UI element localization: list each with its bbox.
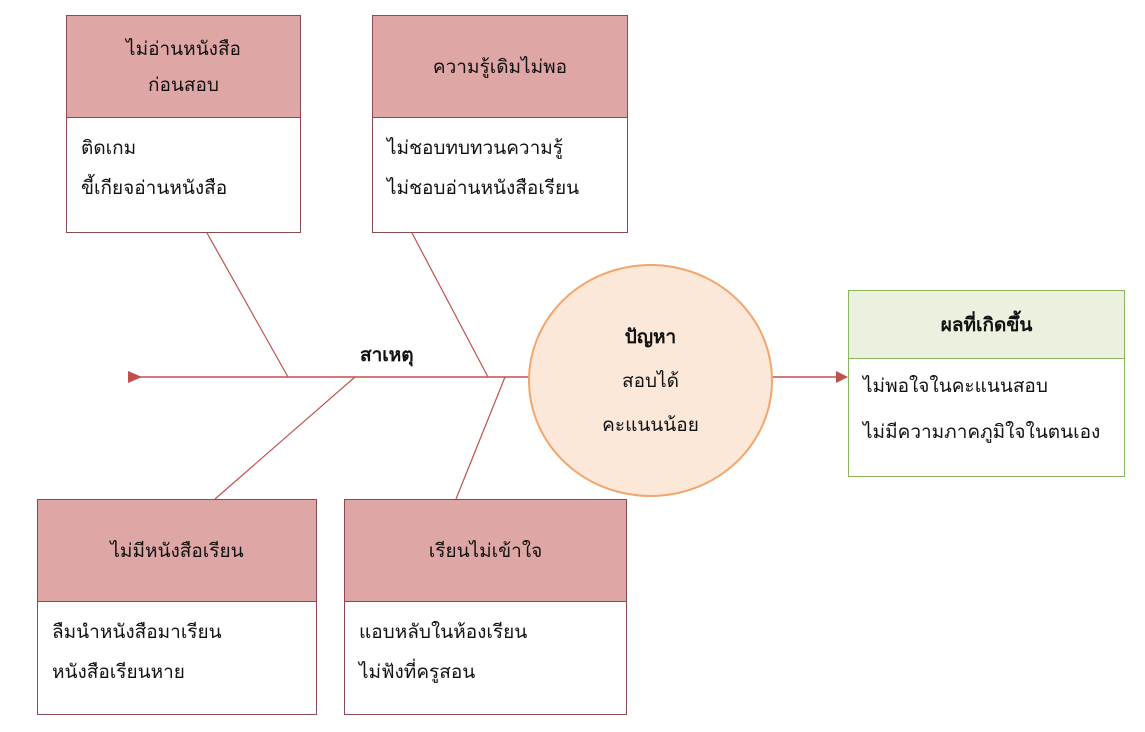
bone-knowledge: [411, 232, 489, 378]
cause-detail: แอบหลับในห้องเรียน: [359, 621, 528, 643]
cause-box-not-understanding: เรียนไม่เข้าใจ แอบหลับในห้องเรียน ไม่ฟัง…: [344, 499, 627, 715]
cause-detail: หนังสือเรียนหาย: [52, 661, 185, 683]
cause-header: เรียนไม่เข้าใจ: [345, 500, 626, 602]
cause-detail: ไม่ฟังที่ครูสอน: [359, 661, 476, 683]
cause-detail: ไม่ชอบอ่านหนังสือเรียน: [387, 177, 580, 199]
cause-details: แอบหลับในห้องเรียน ไม่ฟังที่ครูสอน: [345, 602, 626, 692]
cause-details: ไม่ชอบทบทวนความรู้ ไม่ชอบอ่านหนังสือเรีย…: [373, 118, 627, 208]
cause-title-line: ก่อนสอบ: [148, 73, 219, 96]
cause-detail: ขี้เกียจอ่านหนังสือ: [81, 177, 228, 199]
cause-title-line: ความรู้เดิมไม่พอ: [432, 55, 568, 78]
problem-title: ปัญหา: [624, 325, 677, 348]
problem-line: คะแนนน้อย: [602, 413, 699, 436]
cause-header: ไม่มีหนังสือเรียน: [38, 500, 316, 602]
cause-details: ติดเกม ขี้เกียจอ่านหนังสือ: [67, 118, 300, 208]
cause-title-line: เรียนไม่เข้าใจ: [428, 539, 543, 562]
effect-items: ไม่พอใจในคะแนนสอบ ไม่มีความภาคภูมิใจในตน…: [849, 359, 1124, 455]
cause-box-not-reading: ไม่อ่านหนังสือ ก่อนสอบ ติดเกม ขี้เกียจอ่…: [66, 15, 301, 233]
cause-detail: ไม่ชอบทบทวนความรู้: [387, 137, 563, 159]
spine-label: สาเหตุ: [360, 344, 414, 366]
cause-detail: ลืมนำหนังสือมาเรียน: [52, 621, 222, 643]
effect-item: ไม่พอใจในคะแนนสอบ: [863, 375, 1048, 397]
cause-header: ไม่อ่านหนังสือ ก่อนสอบ: [67, 16, 300, 118]
cause-header: ความรู้เดิมไม่พอ: [373, 16, 627, 118]
cause-title-line: ไม่มีหนังสือเรียน: [110, 539, 244, 562]
problem-line: สอบได้: [622, 369, 679, 392]
bone-not-read: [206, 232, 289, 378]
cause-box-insufficient-knowledge: ความรู้เดิมไม่พอ ไม่ชอบทบทวนความรู้ ไม่ช…: [372, 15, 628, 233]
bone-not-understand: [455, 376, 506, 500]
cause-detail: ติดเกม: [81, 137, 137, 159]
effect-title: ผลที่เกิดขึ้น: [849, 291, 1124, 359]
bone-no-book: [214, 376, 356, 500]
problem-circle: ปัญหา สอบได้ คะแนนน้อย: [528, 264, 773, 497]
effect-box: ผลที่เกิดขึ้น ไม่พอใจในคะแนนสอบ ไม่มีควา…: [848, 290, 1125, 477]
cause-details: ลืมนำหนังสือมาเรียน หนังสือเรียนหาย: [38, 602, 316, 692]
effect-item: ไม่มีความภาคภูมิใจในตนเอง: [863, 421, 1101, 443]
cause-title-line: ไม่อ่านหนังสือ: [126, 37, 241, 60]
cause-box-no-textbook: ไม่มีหนังสือเรียน ลืมนำหนังสือมาเรียน หน…: [37, 499, 317, 715]
